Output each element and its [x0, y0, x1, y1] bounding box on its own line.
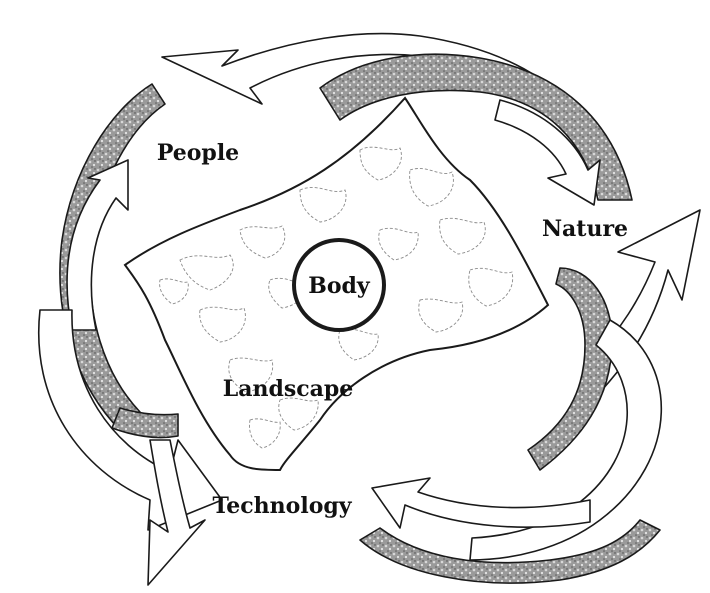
bottom-arrowhead: [372, 478, 590, 528]
body-label: Body: [308, 273, 371, 299]
landscape-label: Landscape: [223, 376, 354, 402]
technology-label: Technology: [212, 493, 352, 519]
left-lower-band: [112, 408, 178, 438]
nature-label: Nature: [542, 216, 628, 242]
body-node: Body: [294, 240, 384, 330]
people-label: People: [157, 140, 239, 166]
